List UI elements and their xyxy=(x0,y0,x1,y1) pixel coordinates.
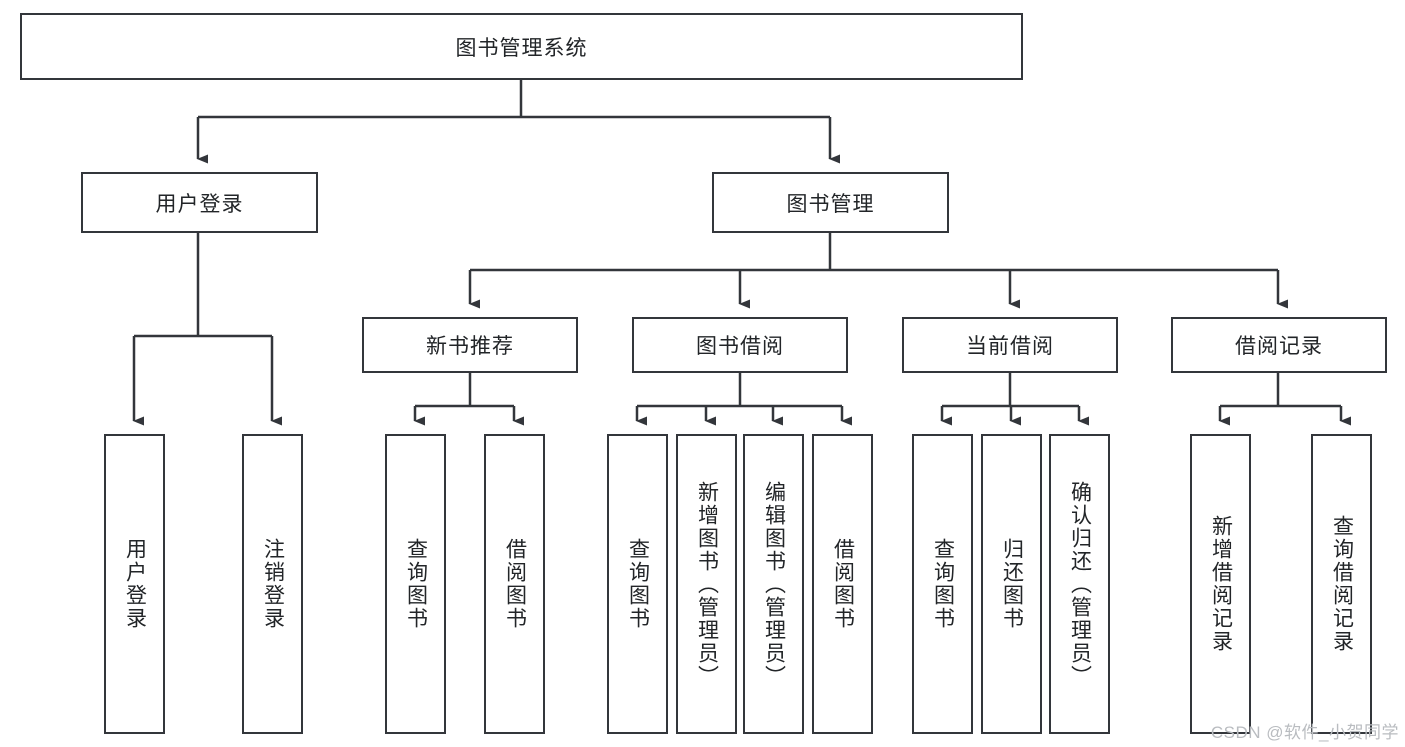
node-leaf-7[interactable]: 借阅图书 xyxy=(812,434,873,734)
node-label: 新增图书（管理员） xyxy=(695,480,719,688)
node-level2-1[interactable]: 图书管理 xyxy=(712,172,949,233)
node-leaf-6[interactable]: 编辑图书（管理员） xyxy=(743,434,804,734)
node-label: 注销登录 xyxy=(261,538,285,630)
node-label: 归还图书 xyxy=(1000,538,1024,630)
node-leaf-9[interactable]: 归还图书 xyxy=(981,434,1042,734)
node-label: 借阅记录 xyxy=(1235,335,1323,358)
node-label: 确认归还（管理员） xyxy=(1068,480,1092,688)
node-label: 图书管理 xyxy=(786,192,875,216)
node-leaf-8[interactable]: 查询图书 xyxy=(912,434,973,734)
node-level3-2[interactable]: 当前借阅 xyxy=(902,317,1118,373)
node-leaf-2[interactable]: 查询图书 xyxy=(385,434,446,734)
node-label: 查询图书 xyxy=(404,538,428,630)
node-label: 当前借阅 xyxy=(966,335,1054,358)
node-label: 用户登录 xyxy=(123,538,147,630)
node-leaf-10[interactable]: 确认归还（管理员） xyxy=(1049,434,1110,734)
node-leaf-5[interactable]: 新增图书（管理员） xyxy=(676,434,737,734)
node-leaf-1[interactable]: 注销登录 xyxy=(242,434,303,734)
node-label: 用户登录 xyxy=(155,192,244,216)
node-label: 图书管理系统 xyxy=(455,36,588,60)
node-label: 新书推荐 xyxy=(426,335,514,358)
csdn-watermark: CSDN @软件_小贺同学 xyxy=(1210,723,1399,742)
node-label: 查询借阅记录 xyxy=(1330,515,1354,653)
node-label: 编辑图书（管理员） xyxy=(762,480,786,688)
node-label: 查询图书 xyxy=(931,538,955,630)
node-label: 图书借阅 xyxy=(696,335,784,358)
node-label: 查询图书 xyxy=(626,538,650,630)
node-leaf-3[interactable]: 借阅图书 xyxy=(484,434,545,734)
node-level3-0[interactable]: 新书推荐 xyxy=(362,317,578,373)
node-leaf-0[interactable]: 用户登录 xyxy=(104,434,165,734)
node-leaf-11[interactable]: 新增借阅记录 xyxy=(1190,434,1251,734)
node-label: 新增借阅记录 xyxy=(1209,515,1233,653)
node-level3-1[interactable]: 图书借阅 xyxy=(632,317,848,373)
node-label: 借阅图书 xyxy=(503,538,527,630)
node-root[interactable]: 图书管理系统 xyxy=(20,13,1023,80)
node-level3-3[interactable]: 借阅记录 xyxy=(1171,317,1387,373)
node-level2-0[interactable]: 用户登录 xyxy=(81,172,318,233)
node-leaf-12[interactable]: 查询借阅记录 xyxy=(1311,434,1372,734)
node-label: 借阅图书 xyxy=(831,538,855,630)
node-leaf-4[interactable]: 查询图书 xyxy=(607,434,668,734)
